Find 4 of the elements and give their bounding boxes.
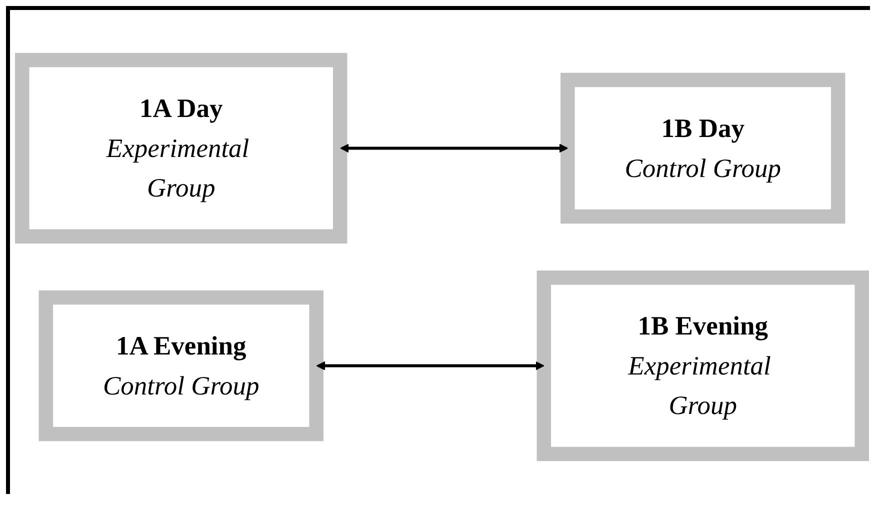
group-box: 1B Day Control Group (560, 72, 846, 224)
group-box: 1A Evening Control Group (38, 290, 324, 442)
group-box: 1B Evening Experimental Group (536, 270, 869, 462)
group-box: 1A Day Experimental Group (15, 52, 348, 244)
